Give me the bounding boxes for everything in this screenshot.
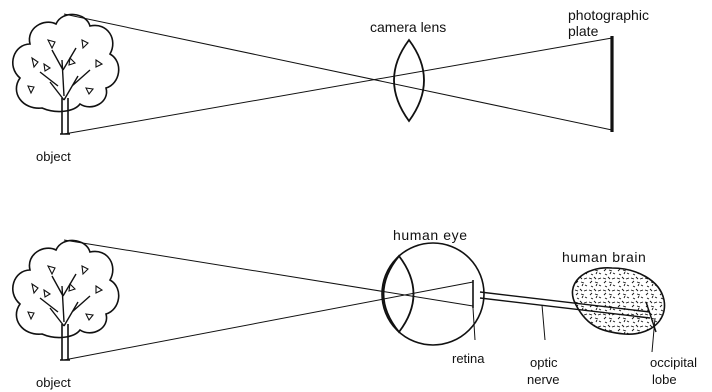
top-light-rays [63, 13, 613, 135]
occipital-lobe-label-line2: lobe [652, 372, 677, 387]
camera-lens-label: camera lens [370, 19, 447, 35]
top-tree-icon [11, 13, 120, 135]
top-object-label: object [36, 149, 71, 164]
camera-lens-icon [393, 38, 425, 123]
optic-nerve-label-line1: optic [530, 355, 558, 370]
human-brain-icon [571, 267, 666, 335]
bottom-object-label: object [36, 375, 71, 390]
human-eye-icon [381, 242, 485, 346]
retina-label: retina [452, 351, 485, 366]
optic-nerve-pointer [541, 304, 546, 341]
human-eye-label: human eye [393, 227, 468, 243]
human-brain-label: human brain [562, 249, 647, 265]
photographic-plate-label-line2: plate [568, 23, 599, 39]
occipital-lobe-label-line1: occipital [650, 355, 697, 370]
bottom-tree-icon [11, 239, 120, 361]
photographic-plate-label-line1: photographic [568, 7, 649, 23]
occipital-lobe-pointer [651, 317, 656, 353]
optic-nerve-label-line2: nerve [527, 372, 560, 387]
retina-pointer [472, 307, 476, 341]
bottom-light-rays [63, 239, 474, 361]
